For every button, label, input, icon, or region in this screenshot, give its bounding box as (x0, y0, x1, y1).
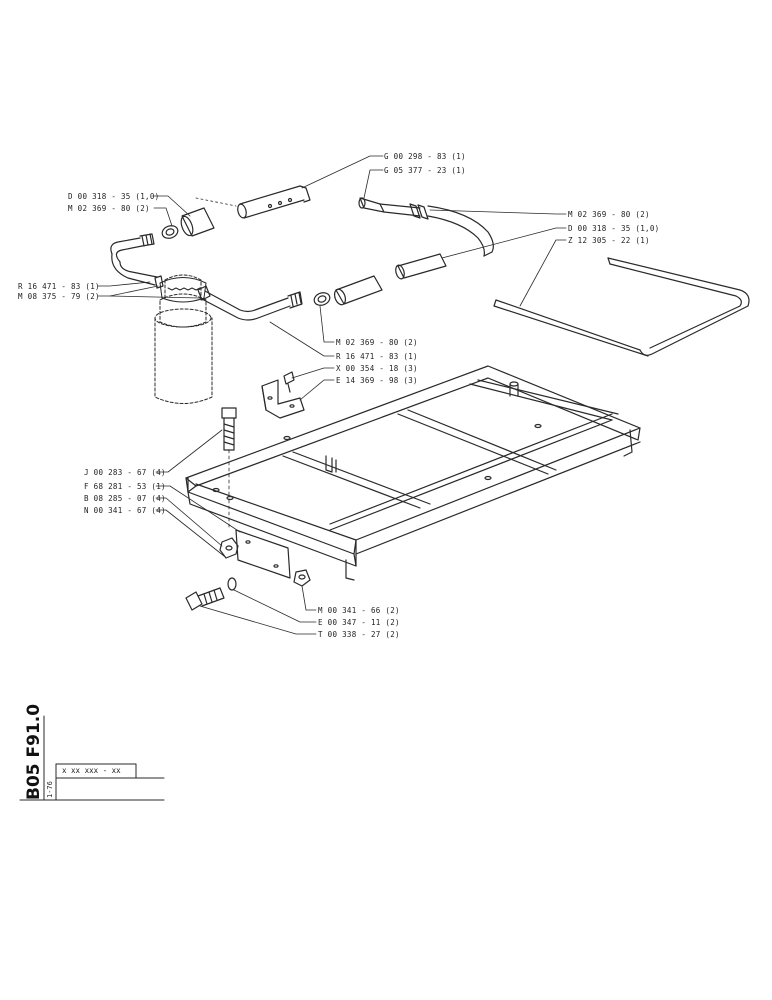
part-number-placeholder: x xx xxx - xx (62, 766, 121, 775)
hose-sleeve-left (180, 207, 215, 237)
callout-d00318-left: D 00 318 - 35 (1,0) (68, 192, 160, 201)
title-block-frame (19, 715, 165, 801)
left-hose-assembly (110, 233, 303, 321)
callout-t00338: T 00 338 - 27 (2) (318, 630, 400, 639)
connector-pipe-top (195, 185, 311, 219)
hose-sleeve-middle (333, 275, 383, 306)
callout-m02369-mid: M 02 369 - 80 (2) (336, 338, 418, 347)
callout-m02369-left: M 02 369 - 80 (2) (68, 204, 150, 213)
callout-x00354: X 00 354 - 18 (3) (336, 364, 418, 373)
hex-nut (219, 537, 239, 559)
filter-canister (154, 274, 213, 404)
callout-e00347: E 00 347 - 11 (2) (318, 618, 400, 627)
screw (185, 587, 225, 611)
hose-clamp-left (161, 225, 179, 239)
long-bolt (221, 407, 237, 499)
callout-d00318-right: D 00 318 - 35 (1,0) (568, 224, 660, 233)
lock-nut (293, 569, 311, 587)
drawing-date: 1-76 (46, 781, 54, 798)
callout-f68281: F 68 281 - 53 (1) (84, 482, 166, 491)
callout-j00283: J 00 283 - 67 (4) (84, 468, 166, 477)
callout-r16471-mid: R 16 471 - 83 (1) (336, 352, 418, 361)
callout-g00298: G 00 298 - 83 (1) (384, 152, 466, 161)
drawing-code: B05 F91.0 (24, 703, 44, 800)
callout-n00341: N 00 341 - 67 (4) (84, 506, 166, 515)
hose-clamp-middle (313, 292, 331, 306)
clamp-plate (228, 499, 291, 579)
support-frame (185, 365, 641, 581)
leader-lines (97, 155, 567, 635)
filter-head (159, 277, 207, 303)
callout-r16471-left: R 16 471 - 83 (1) (18, 282, 100, 291)
right-hose-assembly (358, 197, 494, 257)
callout-m00341: M 00 341 - 66 (2) (318, 606, 400, 615)
mounting-bracket (261, 379, 305, 419)
handle-rod (493, 257, 750, 357)
callout-m02369-right: M 02 369 - 80 (2) (568, 210, 650, 219)
callout-e14369: E 14 369 - 98 (3) (336, 376, 418, 385)
callout-g05377: G 05 377 - 23 (1) (384, 166, 466, 175)
callout-z12305: Z 12 305 - 22 (1) (568, 236, 650, 245)
small-bolt (283, 371, 295, 393)
callout-m08375: M 08 375 - 79 (2) (18, 292, 100, 301)
hose-sleeve-right (395, 253, 447, 280)
callout-b08285: B 08 285 - 07 (4) (84, 494, 166, 503)
washer (227, 577, 237, 591)
